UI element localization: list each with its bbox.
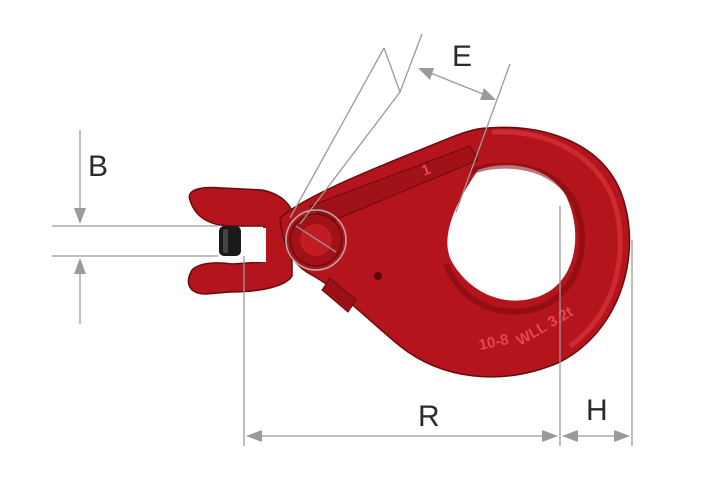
swivel-leader-d — [399, 33, 423, 93]
dim-r-arrowhead-left — [246, 430, 262, 442]
dim-e-arrowhead-left — [418, 68, 434, 80]
dim-h-arrowhead-left — [562, 430, 578, 442]
dim-label-e: E — [452, 40, 472, 73]
dim-e-arrowhead-right — [480, 88, 496, 100]
dim-e-arrow — [427, 71, 489, 97]
dim-label-b: B — [88, 150, 108, 183]
rivet — [374, 272, 382, 280]
hook-inner-rim — [443, 162, 585, 315]
dim-label-r: R — [418, 400, 440, 433]
latch-lever — [321, 277, 357, 313]
dim-h-arrowhead-right — [614, 430, 630, 442]
dim-b-top-arrowhead — [74, 208, 86, 224]
dim-b-bottom-arrowhead — [74, 258, 86, 274]
dim-e-ext-line — [455, 63, 511, 213]
swivel-callout-circle — [285, 209, 347, 271]
swivel-boss-inner — [300, 224, 332, 256]
swivel-leader-e — [295, 225, 337, 253]
grade-stamp: 10-8 — [477, 331, 510, 354]
hook-highlight — [491, 129, 623, 349]
dim-label-h: H — [586, 394, 608, 427]
swivel-leader-b — [383, 47, 401, 93]
clevis-pin — [219, 226, 241, 256]
dimension-annotations — [52, 33, 633, 446]
clevis-hook: 10-8 WLL 3.2t 1 — [187, 126, 631, 378]
hook-throat — [447, 165, 576, 301]
swivel-leader-c — [299, 91, 401, 225]
dim-r-arrowhead-right — [542, 430, 558, 442]
clevis-pin-highlight — [223, 229, 228, 253]
swivel-leader-a — [289, 47, 385, 219]
